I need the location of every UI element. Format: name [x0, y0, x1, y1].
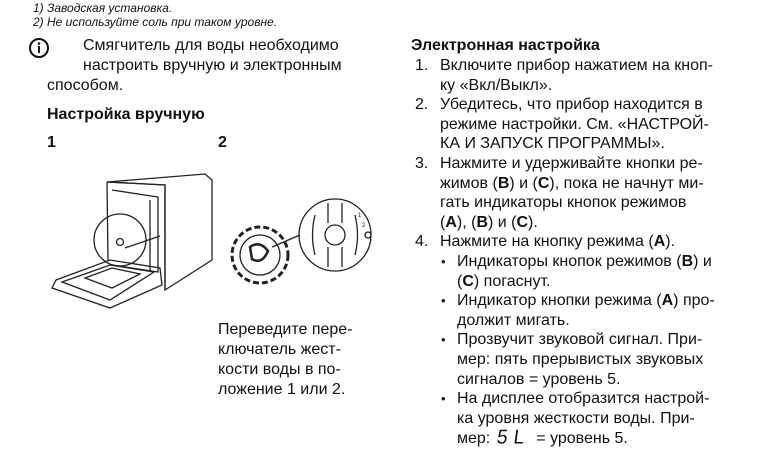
step-text: мер: пять прерывистых звуковых: [457, 351, 704, 368]
step-text: сигналов = уровень 5.: [457, 370, 621, 388]
figure-label-2: 2: [218, 134, 227, 151]
note-line: способом.: [47, 77, 124, 94]
step-text: На дисплее отобразится настрой-: [457, 390, 710, 408]
step-text: Нажмите и удерживайте кнопки ре-: [440, 155, 703, 172]
bullet: •: [441, 332, 446, 348]
dishwasher-illustration: [51, 173, 213, 309]
step-text: Убедитесь, что прибор находится в: [440, 96, 703, 114]
step-text: Включите прибор нажатием на кноп-: [440, 57, 714, 74]
manual-heading: Настройка вручную: [47, 106, 205, 123]
step-number: 4.: [415, 233, 429, 251]
step-text: гать индикаторы кнопок режимов: [440, 194, 687, 212]
caption-line: кости воды в по-: [218, 361, 341, 378]
caption-line: Переведите пере-: [218, 321, 353, 338]
footnote-1: 1) Заводская установка.: [33, 1, 173, 15]
svg-text:2: 2: [362, 223, 366, 229]
step-text: мер: 5L = уровень 5.: [457, 426, 628, 449]
figure-label-1: 1: [47, 134, 56, 151]
step-text: ку «Вкл/Выкл».: [440, 76, 553, 94]
step-text: должит мигать.: [457, 311, 570, 329]
step-text: (A), (B) и (C).: [440, 213, 538, 231]
step-text: (C) погаснут.: [457, 272, 551, 290]
step-text: режиме настройки. См. «НАСТРОЙ-: [440, 115, 709, 133]
note-line: Смягчитель для воды необходимо: [83, 37, 339, 54]
step-text: Прозвучит звуковой сигнал. При-: [457, 331, 703, 349]
caption-line: ложение 1 или 2.: [218, 381, 346, 398]
step-text: ка уровня жесткости воды. При-: [457, 409, 695, 427]
bullet: •: [441, 254, 446, 269]
step-text: Нажмите на кнопку режима (A).: [440, 233, 676, 251]
step-number: 1.: [415, 57, 429, 74]
info-icon: [29, 38, 49, 58]
step-number: 3.: [415, 155, 429, 172]
step-number: 2.: [415, 96, 429, 114]
caption-line: ключатель жест-: [218, 341, 341, 358]
display-code: 5L: [495, 426, 532, 449]
step-text: жимов (B) и (C), пока не начнут ми-: [440, 174, 704, 192]
step-text: Индикаторы кнопок режимов (B) и: [457, 253, 712, 270]
step-text: Индикатор кнопки режима (A) про-: [457, 292, 715, 310]
bullet: •: [441, 293, 446, 309]
svg-text:1: 1: [358, 213, 362, 219]
bullet: •: [441, 391, 446, 407]
electronic-heading: Электронная настройка: [411, 37, 600, 54]
step-text: КА И ЗАПУСК ПРОГРАММЫ».: [440, 135, 665, 153]
note-line: настроить вручную и электронным: [83, 57, 342, 74]
water-softener-dial-illustration: 1 2: [230, 198, 372, 285]
footnote-2: 2) Не используйте соль при таком уровне.: [33, 15, 278, 29]
